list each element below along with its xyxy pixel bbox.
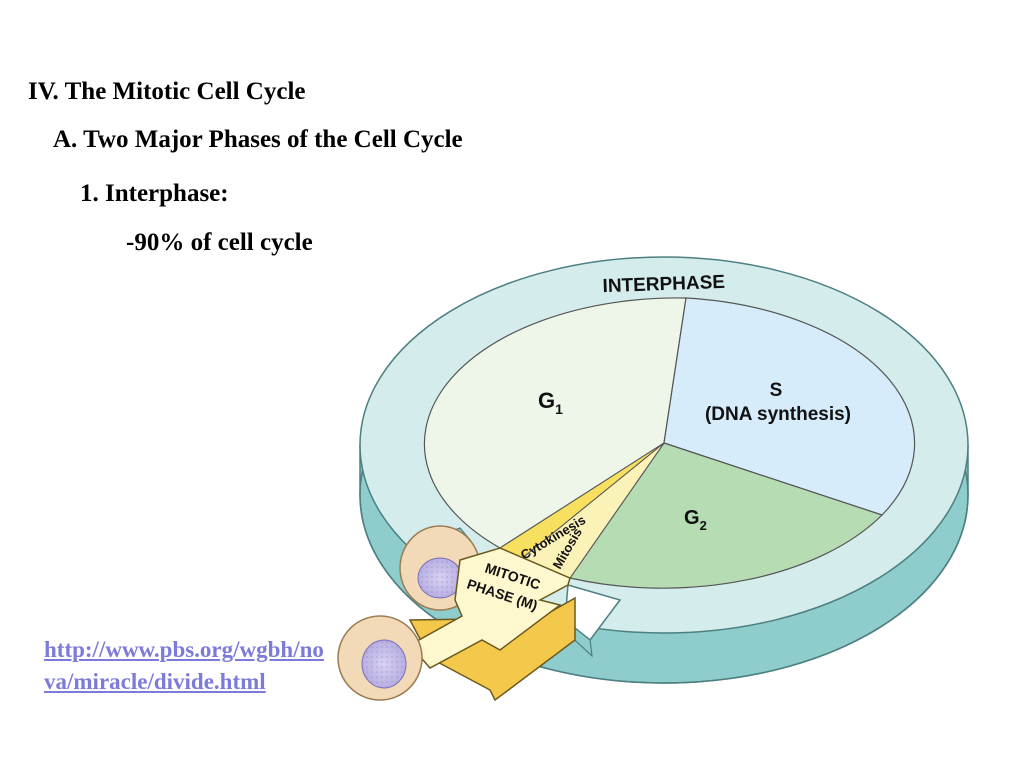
label-interphase: INTERPHASE [602, 272, 725, 297]
mitotic-arrow [408, 547, 571, 669]
pbs-link-line-1[interactable]: http://www.pbs.org/wgbh/no [44, 637, 324, 662]
label-s: S [770, 380, 783, 401]
heading-mitotic-cell-cycle: IV. The Mitotic Cell Cycle [28, 78, 306, 105]
pbs-link[interactable]: http://www.pbs.org/wgbh/no va/miracle/di… [44, 634, 384, 698]
label-dna-synthesis: (DNA synthesis) [705, 404, 851, 425]
sector-g2 [568, 442, 884, 589]
label-g2: G2 [684, 507, 707, 533]
detail-ninety-percent: -90% of cell cycle [126, 229, 313, 256]
sector-s [663, 297, 916, 516]
subheading-two-major-phases: A. Two Major Phases of the Cell Cycle [53, 126, 463, 153]
pbs-link-line-2[interactable]: va/miracle/divide.html [44, 669, 266, 694]
item-interphase: 1. Interphase: [80, 180, 229, 207]
sector-g1 [423, 297, 687, 549]
label-g1: G1 [538, 388, 563, 417]
